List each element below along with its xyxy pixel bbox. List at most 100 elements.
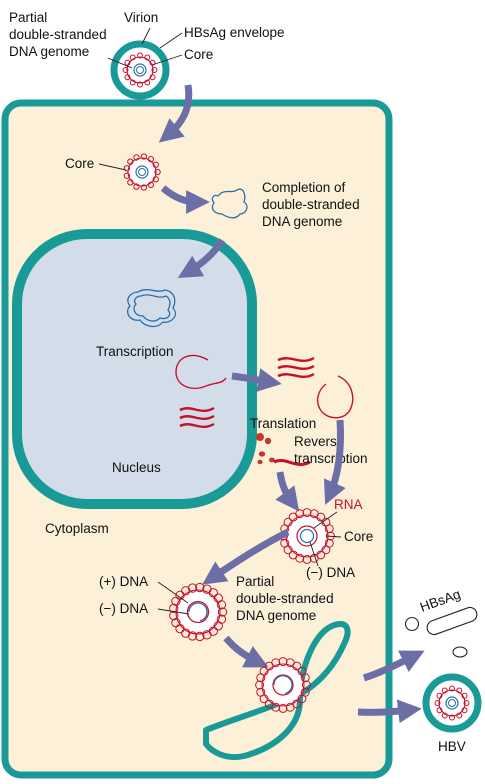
label-virion: Virion (124, 10, 158, 25)
cccdna (126, 289, 177, 328)
arrow-rna-to-core (323, 419, 346, 505)
capsid-subunit (123, 172, 131, 179)
capsid-subunit (208, 588, 218, 598)
label-partial-genome-top: Partial double-stranded DNA genome (9, 10, 110, 59)
capsid-subunit (152, 161, 159, 168)
capsid-subunit (456, 712, 463, 719)
arrow-export (231, 368, 282, 392)
capsid-subunit (285, 702, 295, 712)
capsid-subunit (123, 165, 131, 172)
virion-top (110, 40, 170, 100)
capsid-subunit (140, 184, 148, 191)
capsid-subunit (288, 550, 298, 560)
capsid-subunit (302, 554, 312, 564)
capsid-subunit (140, 153, 148, 160)
capsid-subunit (316, 512, 326, 522)
capsid-subunit (461, 692, 468, 699)
capsid-subunit (187, 583, 198, 593)
capsid-subunit (129, 54, 136, 61)
capsid-subunit (137, 52, 143, 59)
capsid-subunit (283, 517, 293, 527)
capsid-subunit (181, 586, 191, 596)
capsid-subunit (280, 538, 290, 548)
capsid-subunit (441, 712, 448, 719)
leader-core-entry (98, 163, 127, 171)
capsid-subunit (217, 607, 228, 617)
capsid-subunit (147, 156, 155, 163)
translation-products (256, 433, 311, 467)
virion-core (122, 52, 158, 88)
capsid-subunit (122, 67, 129, 73)
pgrna-nucleus (175, 354, 227, 390)
capsid-subunit (449, 714, 455, 721)
capsid-subunit (292, 661, 302, 671)
capsid-subunit (264, 699, 274, 709)
label-hbsag: HBsAg (418, 586, 463, 614)
capsid-subunit (278, 657, 288, 667)
capsid-subunit (133, 183, 140, 190)
label-core-top: Core (184, 47, 213, 62)
label-core-entry: Core (65, 156, 94, 171)
capsid-subunit (169, 603, 179, 614)
hbv-virion (422, 673, 482, 733)
label-cytoplasm: Cytoplasm (45, 521, 109, 536)
capsid-subunit (151, 67, 158, 73)
capsid-subunit (147, 181, 155, 188)
capsid-subunit (133, 154, 140, 161)
capsid-subunit (297, 694, 307, 704)
label-translation: Translation (250, 416, 316, 431)
capsid-subunit (154, 168, 161, 176)
arrow-hbsag-release (362, 650, 425, 682)
capsid-subunit (195, 582, 205, 593)
capsid-subunit (301, 680, 311, 690)
capsid-subunit (461, 707, 468, 714)
capsid-subunit (152, 176, 159, 183)
capsid-subunit (144, 79, 151, 86)
label-hbsag-envelope: HBsAg envelope (184, 25, 285, 40)
capsid-subunit (271, 658, 281, 668)
capsid-subunit (256, 687, 266, 697)
capsid-subunit (175, 590, 185, 601)
pgrna-cytoplasm (316, 375, 354, 419)
mrna-nucleus (179, 406, 215, 429)
capsid-subunit (195, 631, 205, 642)
capsid-subunit (300, 673, 310, 683)
label-reverse-transcription: Reverse transcription (294, 434, 368, 466)
capsid-subunit (171, 617, 181, 628)
capsid-subunit (202, 630, 212, 640)
capsid-subunit (187, 631, 198, 641)
label-rna: RNA (334, 497, 363, 512)
capsid-subunit (441, 687, 448, 694)
capsid-subunit (295, 509, 305, 519)
capsid-subunit (463, 700, 470, 706)
label-nucleus: Nucleus (112, 460, 161, 475)
capsid-subunit (124, 74, 131, 81)
label-minus-dna: (−) DNA (99, 601, 148, 616)
capsid-subunit (144, 54, 151, 61)
arrow-entry (158, 84, 193, 143)
released-genome (211, 188, 248, 219)
capsid-subunit (436, 692, 443, 699)
capsid-subunit (149, 74, 156, 81)
capsid-subunit (255, 680, 265, 690)
label-core-assembly: Core (344, 529, 373, 544)
budding-core (255, 657, 311, 713)
arrow-to-mature-core (202, 528, 290, 585)
core-cytoplasm (123, 153, 161, 191)
arrow-to-er (223, 635, 269, 668)
capsid-subunit (137, 81, 143, 88)
capsid-subunit (278, 703, 288, 713)
capsid-subunit (124, 59, 131, 66)
capsid-subunit (321, 545, 331, 555)
arrow-nuclear-entry (177, 238, 226, 278)
arrow-proteins-to-core (275, 471, 300, 512)
capsid-subunit (449, 685, 455, 692)
label-hbv: HBV (438, 739, 466, 754)
label-minus-dna-assembly: (−) DNA (306, 565, 355, 580)
label-partial-genome-mid: Partial double-stranded DNA genome (236, 574, 337, 623)
hbsag-particles (404, 606, 478, 658)
capsid-subunit (259, 666, 269, 676)
arrow-uncoating (160, 185, 210, 214)
capsid-subunit (129, 79, 136, 86)
